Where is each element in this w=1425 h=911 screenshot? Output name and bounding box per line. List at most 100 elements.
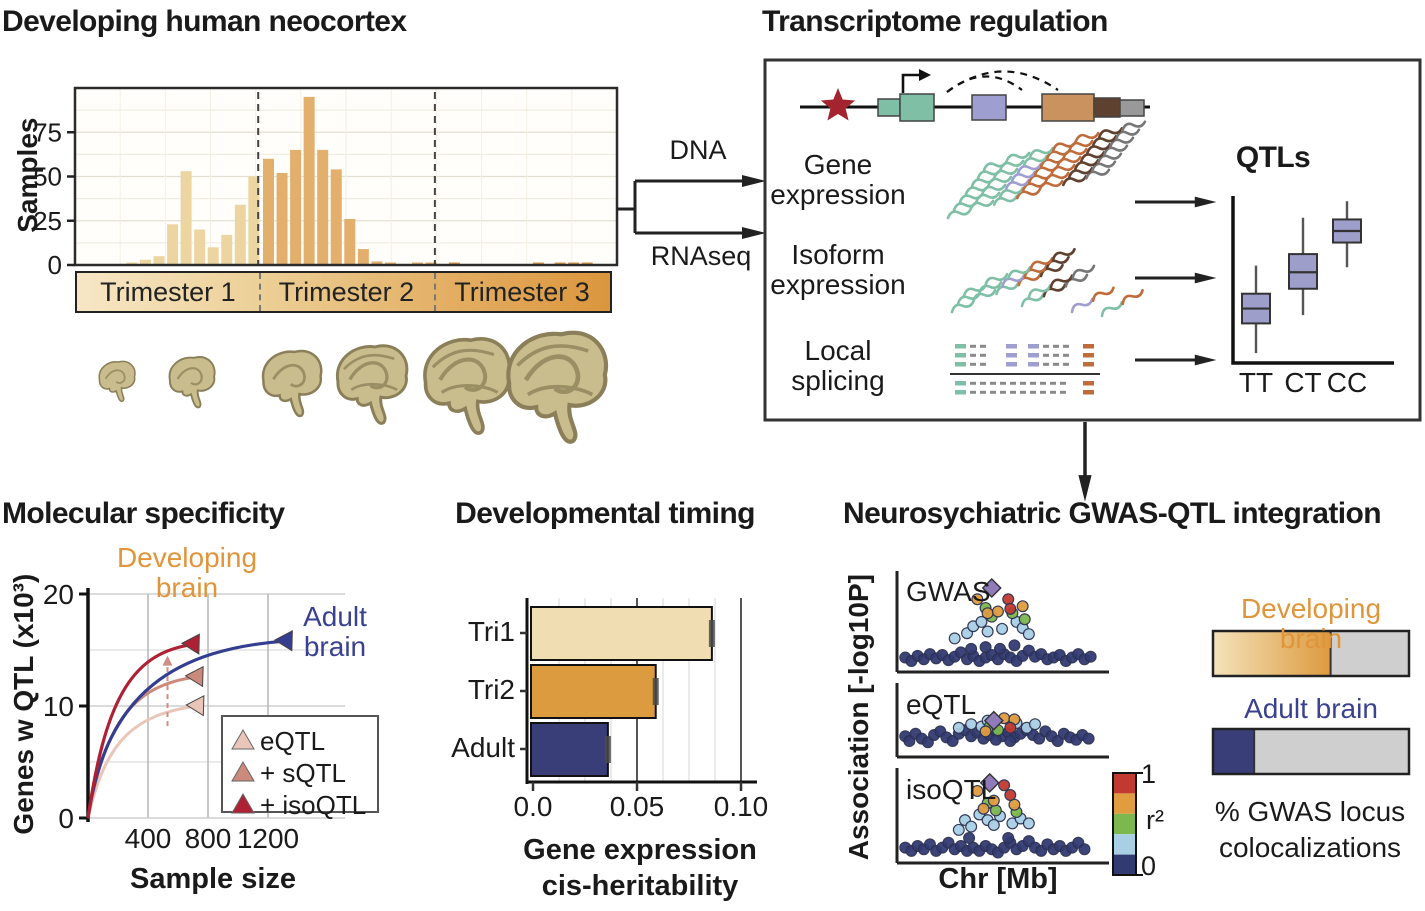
snp-point (1004, 789, 1017, 802)
molecular-y-axis-label: Genes w QTL (x10³) (7, 573, 39, 835)
exon-last (1041, 93, 1095, 122)
legend-triangle-icon (231, 793, 255, 814)
timing-tick-010: 0.10 (713, 791, 769, 822)
error-bar (604, 736, 611, 763)
colorbar-top-label: 1 (1141, 759, 1157, 789)
exon-alt (971, 94, 1007, 121)
snp-point (1004, 734, 1017, 747)
brain-icon (261, 349, 323, 418)
snp-point (1022, 817, 1035, 830)
developmental-timing-chart (520, 598, 757, 791)
sequencing-flow-arrows (617, 175, 766, 239)
error-bar (652, 678, 659, 705)
svg-text:0: 0 (48, 250, 62, 280)
coloc-adult-label: Adult brain (1244, 693, 1378, 724)
snp-star-icon (820, 88, 856, 121)
tss-arrow-icon (901, 69, 931, 93)
snp-point (971, 784, 984, 797)
histogram-bar (262, 158, 274, 265)
scatter-panel-GWAS (895, 571, 1109, 674)
brain-icon (506, 330, 609, 444)
rna-bundle-icon (946, 120, 1147, 220)
lead-snp-diamond (981, 577, 1002, 598)
histogram-bar (194, 229, 206, 265)
histogram-bar (153, 256, 165, 265)
qtls-heading: QTLs (1235, 141, 1311, 174)
molecular-legend (221, 715, 379, 814)
rnaseq-label: RNAseq (650, 241, 752, 271)
transcriptome-title: Transcriptome regulation (762, 5, 1108, 38)
splice-loop-arc (946, 75, 1023, 93)
isoform-expression-label: Isoform expression (770, 239, 906, 301)
svg-text:20: 20 (43, 579, 74, 610)
snp-point (977, 802, 990, 815)
curve-end-marker (180, 633, 200, 655)
integration-flow-arrow (1078, 422, 1092, 502)
coloc-developing-label: Developing brain (1240, 593, 1382, 655)
snp-point (981, 625, 994, 638)
molecular-title: Molecular specificity (2, 497, 285, 530)
histogram-bar (344, 218, 356, 265)
legend-triangle-icon (231, 761, 255, 782)
legend-sqtl-label: + sQTL (260, 758, 346, 788)
genotype-ct-label: CT (1284, 367, 1322, 398)
coloc-bar-adult (1213, 729, 1255, 774)
snp-point (1008, 639, 1021, 652)
snp-point (996, 622, 1009, 635)
legend-triangle-icon (231, 729, 255, 750)
lead-snp-diamond (979, 772, 1000, 793)
timing-cat-adult: Adult (451, 732, 515, 763)
genotype-cc-label: CC (1326, 367, 1368, 398)
eqtl-panel-label: eQTL (906, 689, 977, 720)
trimester-divider (258, 273, 261, 311)
isoform-bundle-icon (950, 247, 1144, 318)
snp-point (991, 605, 1004, 618)
snp-point (987, 818, 1000, 831)
histogram-bar (371, 261, 383, 265)
gene-model-diagram (800, 69, 1150, 122)
curve-end-marker (184, 665, 204, 688)
snp-point (965, 718, 978, 731)
snp-point (1082, 732, 1095, 745)
samples-axis-label: Samples (11, 117, 43, 233)
histogram-bar (276, 172, 288, 265)
svg-text:1200: 1200 (237, 823, 299, 854)
timing-cat-tri2: Tri2 (467, 674, 515, 705)
qtl-boxplot (1231, 196, 1394, 365)
snp-point (952, 823, 965, 836)
transcriptome-panel (763, 58, 1422, 422)
timing-bar-Adult (530, 722, 609, 777)
timing-title: Developmental timing (455, 497, 755, 530)
colorbar-bottom-label: 0 (1141, 851, 1157, 881)
error-bar (708, 620, 715, 647)
brain-icon (423, 337, 512, 435)
snp-point (987, 794, 1000, 807)
snp-point (1078, 843, 1091, 856)
snp-point (965, 820, 978, 833)
snp-point (965, 642, 978, 655)
timing-bar-Tri1 (530, 606, 713, 661)
exon-utr (877, 98, 901, 117)
snp-point (979, 725, 992, 738)
snp-point (1022, 628, 1035, 641)
histogram-bar (290, 149, 302, 265)
legend-eqtl-label: eQTL (260, 726, 326, 756)
adult-brain-label: Adult brain (303, 601, 367, 663)
svg-text:25: 25 (33, 206, 62, 236)
histogram-bar (317, 149, 329, 265)
brain-icon (168, 356, 216, 409)
scatter-panel-eQTL (895, 683, 1109, 759)
qtl-mapping-arrows (1135, 196, 1217, 366)
snp-point (1002, 831, 1015, 844)
timing-bar-Tri2 (530, 664, 657, 719)
dna-label: DNA (669, 135, 727, 165)
brain-icon (98, 360, 136, 403)
gene-expression-label: Gene expression (770, 149, 906, 211)
timing-x-axis-label: Gene expression cis-heritability (523, 834, 757, 903)
snp-point (1029, 718, 1042, 731)
coloc-caption: % GWAS locus colocalizations (1214, 796, 1406, 864)
snp-point (989, 733, 1002, 746)
trimester-band: Trimester 1 Trimester 2 Trimester 3 (75, 271, 612, 313)
molecular-x-axis-label: Sample size (129, 863, 297, 895)
